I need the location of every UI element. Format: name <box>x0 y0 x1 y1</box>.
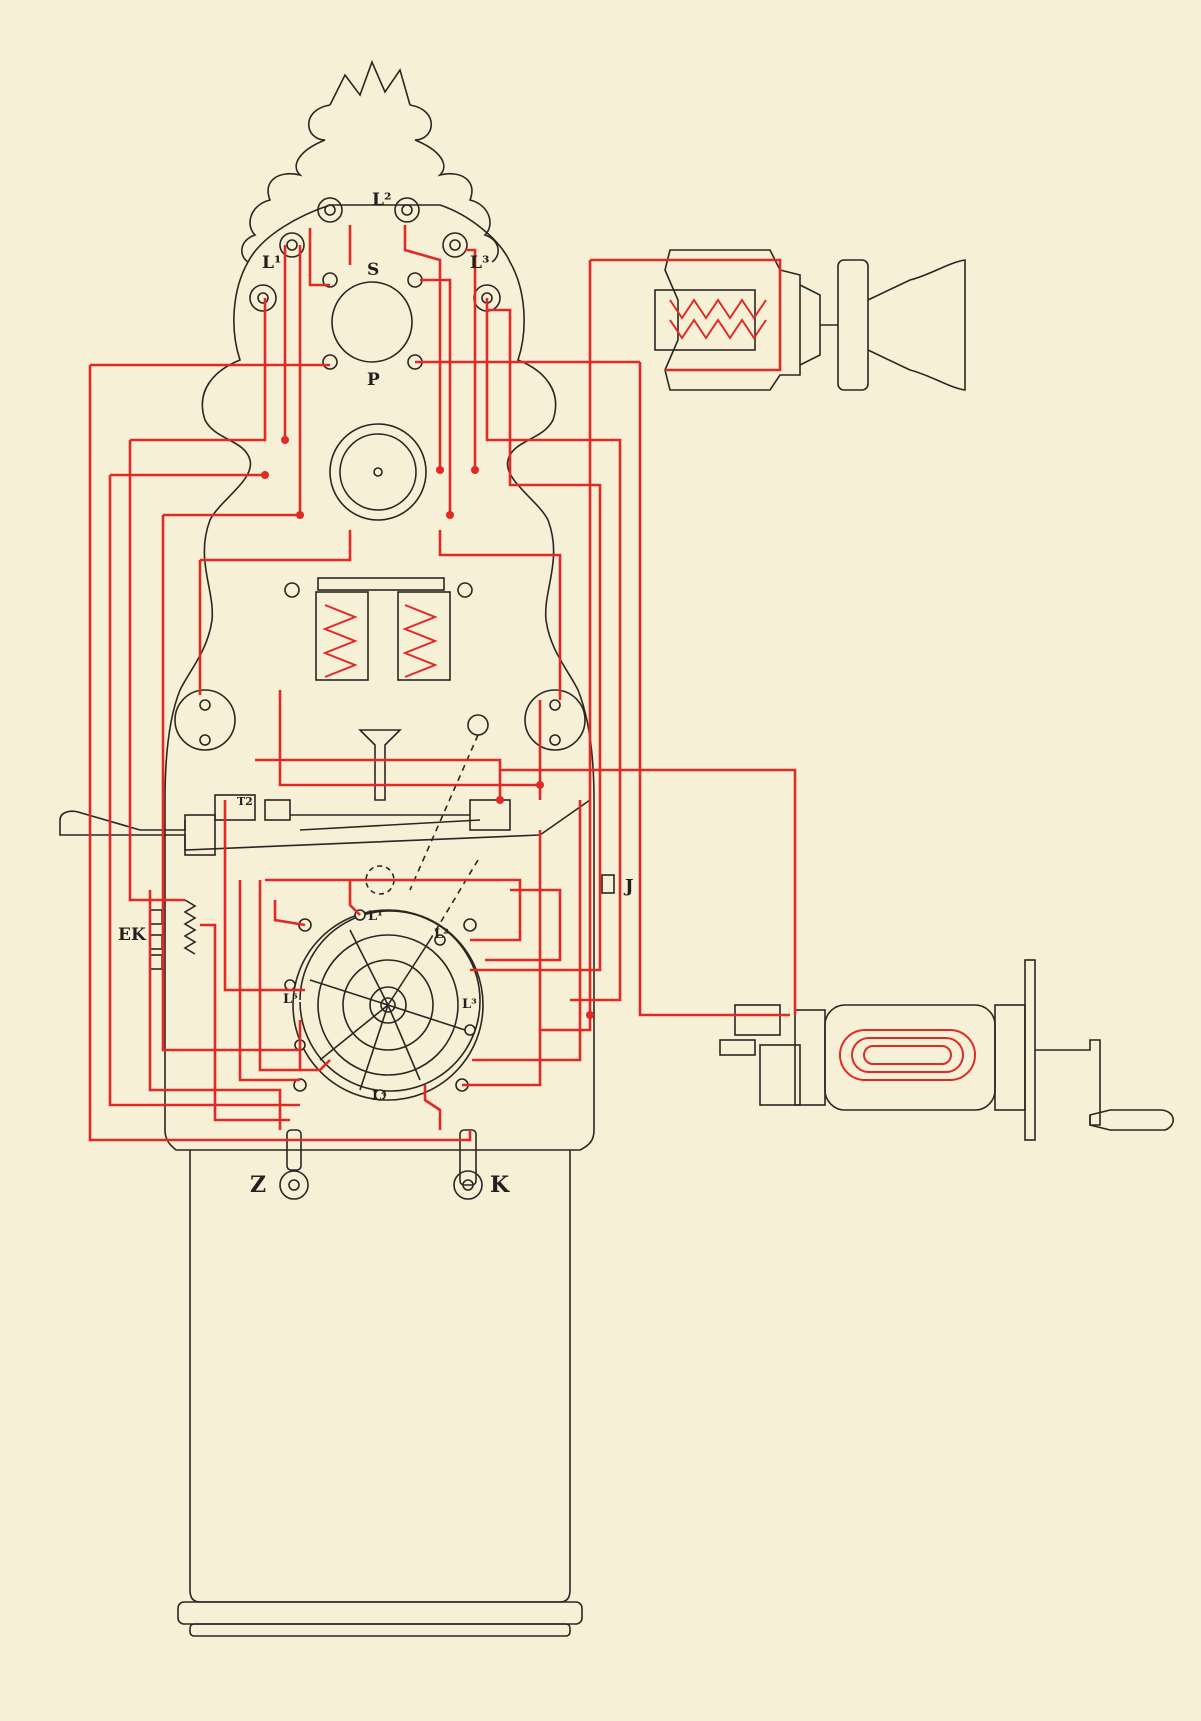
dashed-link-bottom <box>429 859 479 941</box>
case-base-rim <box>177 1601 583 1625</box>
center-opening <box>331 281 413 363</box>
label-switch-l1: L¹ <box>368 909 383 924</box>
magneto-generator <box>719 959 1174 1141</box>
bell-coil-right-winding <box>402 604 438 678</box>
terminal-z <box>279 1129 309 1200</box>
gear-wheel <box>1024 959 1036 1141</box>
label-s: S <box>367 260 379 280</box>
label-z: Z <box>250 1172 266 1198</box>
label-ek: EK <box>118 925 147 945</box>
bell-coil-left-winding <box>322 604 358 678</box>
j-contact <box>601 874 615 894</box>
coil-right <box>397 591 451 681</box>
crest-scroll-left <box>241 104 331 263</box>
bell-left <box>174 689 236 751</box>
screw-s-right <box>407 272 423 288</box>
selector-disc <box>329 423 427 521</box>
case-base-foot <box>189 1623 571 1637</box>
clapper <box>358 729 402 801</box>
diagram-labels: L¹ L² L³ S P T2 J EK Z K L¹ L² L³ L⁴ L⁵ <box>118 190 634 1198</box>
label-j: J <box>623 876 634 897</box>
coil-left <box>315 591 369 681</box>
crest-scroll-right <box>409 104 499 263</box>
screw-s-left <box>322 272 338 288</box>
crank-handle <box>1089 1109 1174 1131</box>
battery-case <box>189 1150 571 1603</box>
generator-armature-winding <box>839 1029 976 1081</box>
dashed-link-top <box>409 734 479 891</box>
crown-ornament <box>329 59 411 106</box>
label-switch-l2: L² <box>434 927 449 942</box>
label-l3: L³ <box>470 253 489 273</box>
bell-right <box>524 689 586 751</box>
label-switch-l3: L³ <box>462 997 477 1012</box>
terminal-k <box>453 1129 483 1200</box>
crank <box>1035 1039 1101 1126</box>
red-wiring <box>88 225 976 1142</box>
label-switch-l4: L⁴ <box>372 1089 387 1104</box>
wall-telephone-outline <box>59 59 1174 1637</box>
label-switch-l5: L⁵ <box>283 992 298 1007</box>
label-t2: T2 <box>237 795 253 808</box>
receiver-coil-winding <box>669 298 767 320</box>
magnet-yoke <box>317 577 445 591</box>
screw-p-left <box>322 354 338 370</box>
label-k: K <box>490 1172 510 1198</box>
label-p: P <box>367 370 380 390</box>
hook-spring <box>183 899 197 955</box>
pivot <box>467 714 489 736</box>
receiver <box>654 249 966 391</box>
line-terminals <box>249 197 501 312</box>
label-l2: L² <box>372 190 391 210</box>
backboard-outline <box>164 204 595 1151</box>
line-selector-switch <box>284 909 484 1101</box>
label-l1: L¹ <box>262 253 281 273</box>
